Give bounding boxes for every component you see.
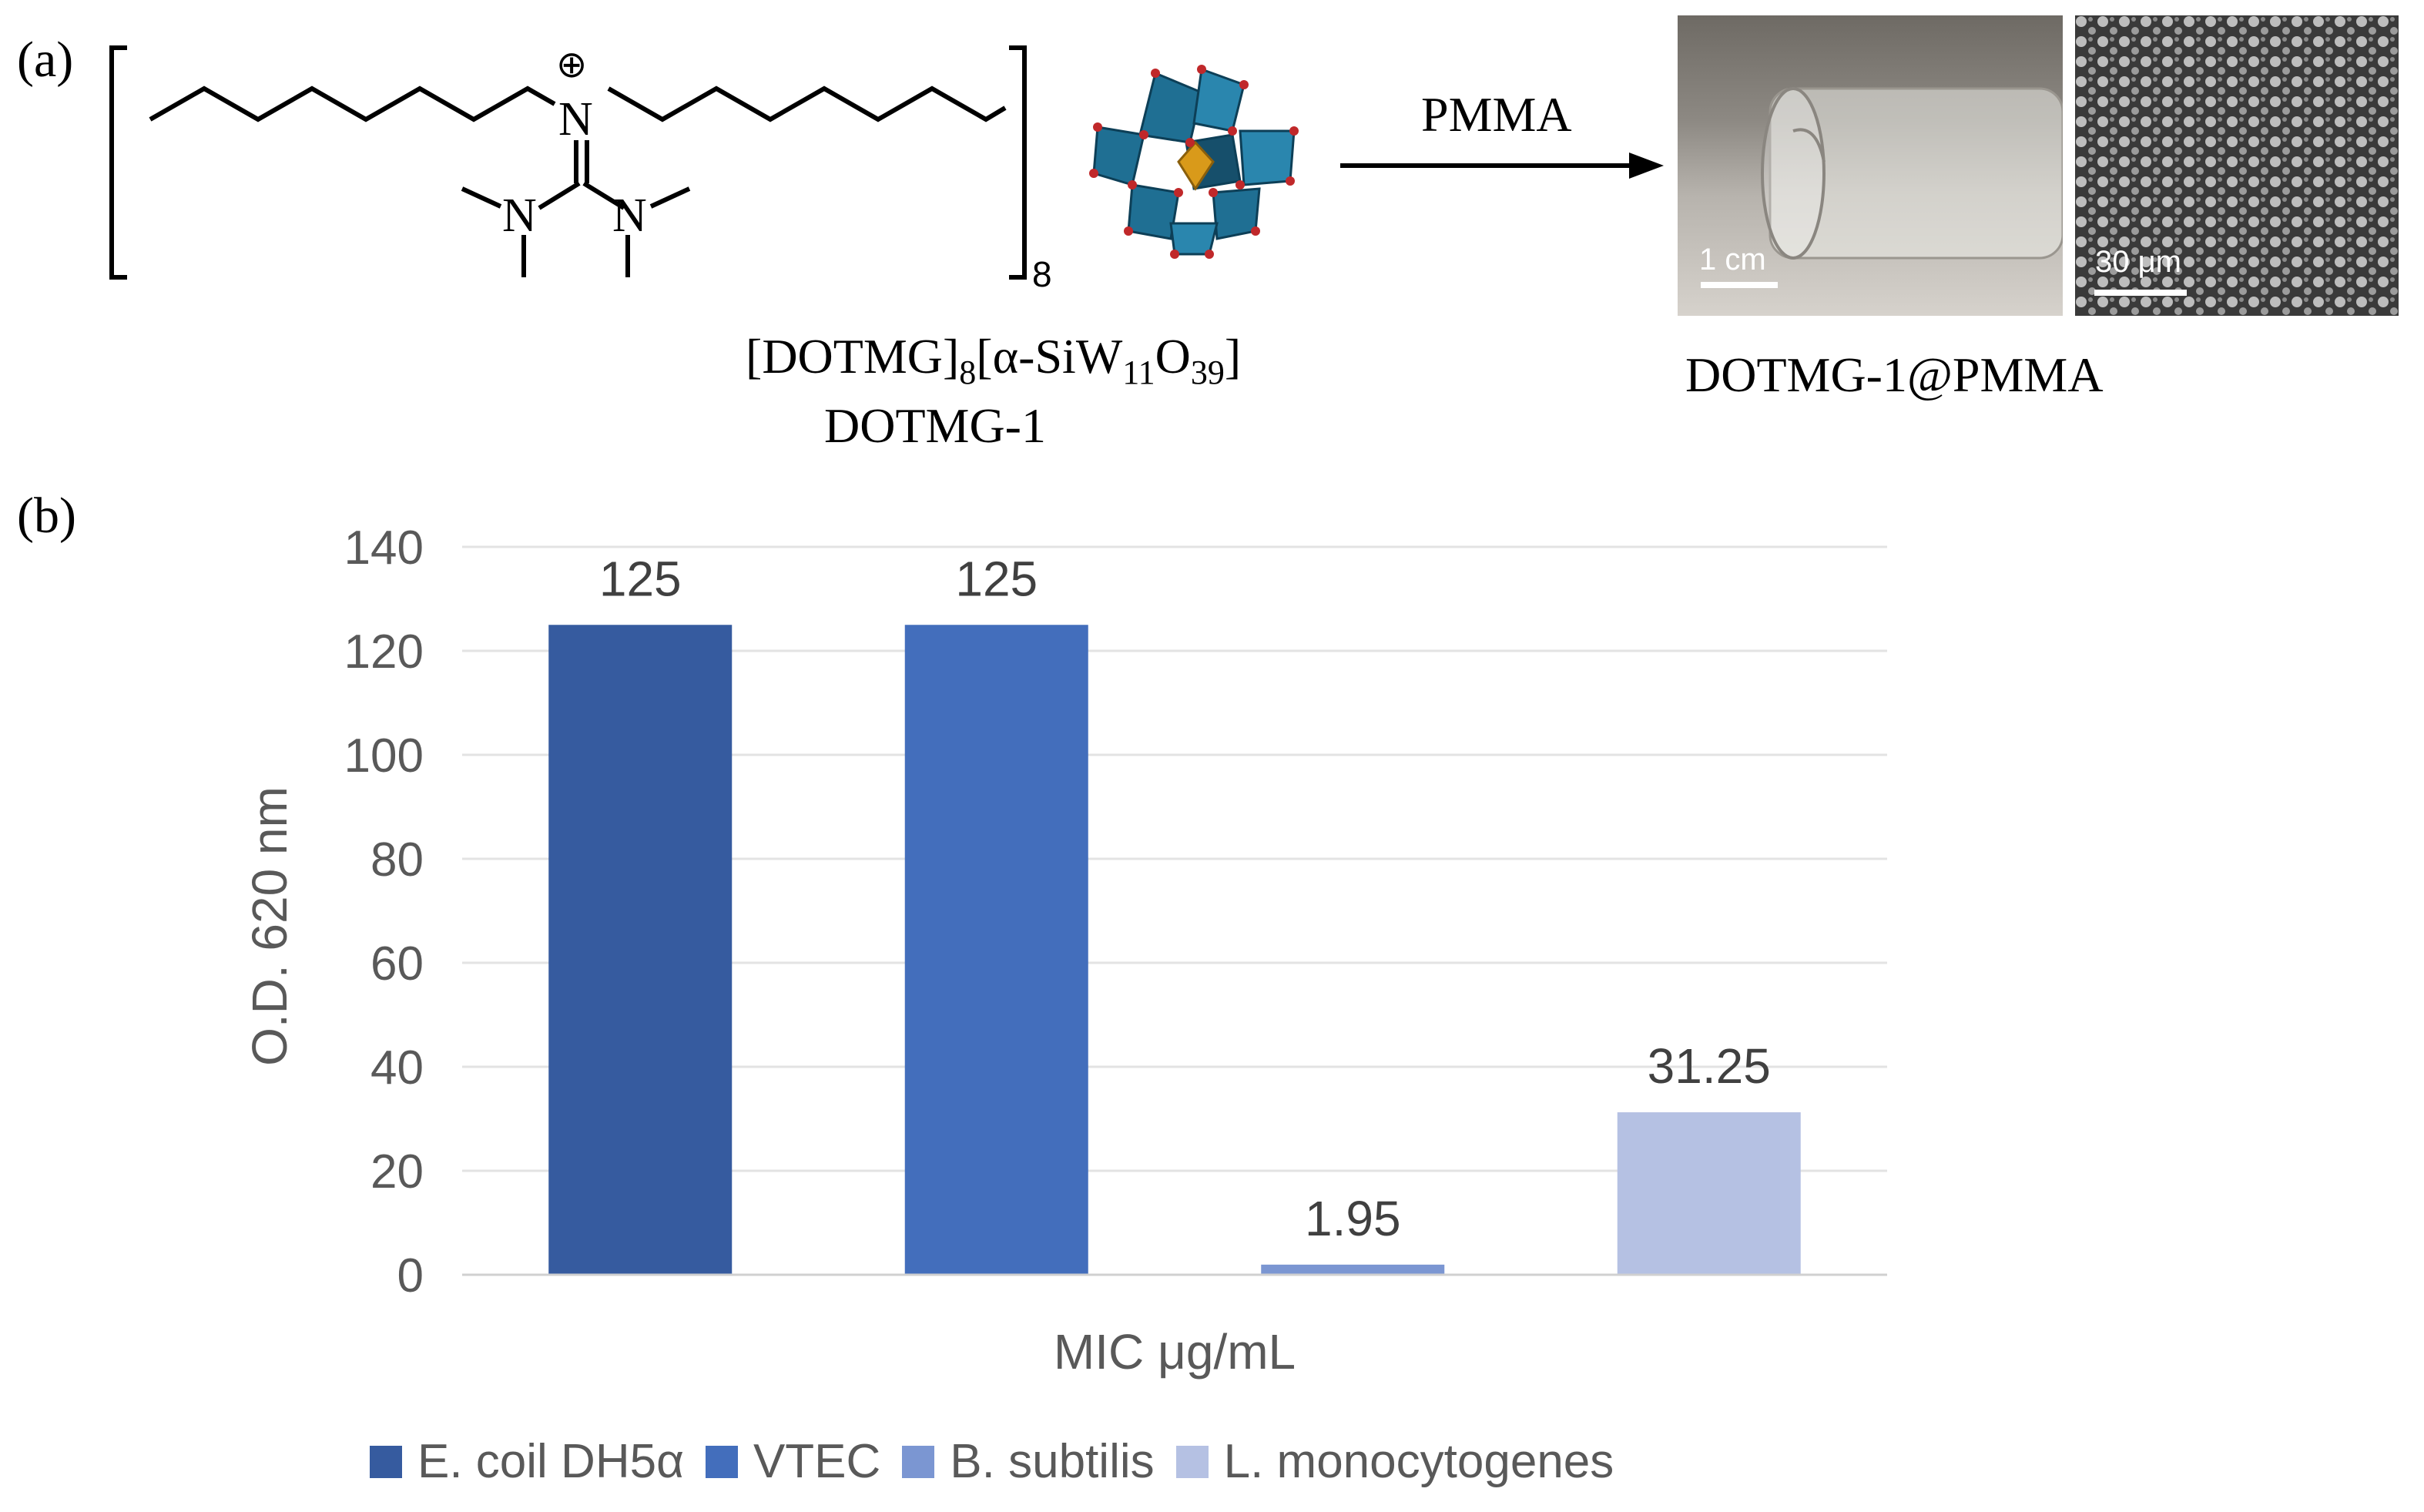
y-tick-label: 0: [397, 1249, 424, 1302]
tube-photo: 1 cm: [1678, 15, 2063, 316]
bar-2: [1261, 1264, 1445, 1275]
legend-label: E. coil DH5α: [417, 1435, 684, 1488]
legend-item-2: B. subtilis: [902, 1434, 1155, 1489]
right-alkyl-chain: [607, 85, 1007, 122]
bracket-subscript: 8: [1032, 254, 1052, 294]
bar-0: [548, 625, 733, 1275]
legend-item-0: E. coil DH5α: [370, 1434, 684, 1489]
legend-label: B. subtilis: [950, 1435, 1155, 1488]
legend-swatch: [1175, 1445, 1209, 1478]
y-axis-title: O.D. 620 nm: [242, 786, 297, 1066]
data-label-0: 125: [599, 551, 682, 606]
central-tetrahedron: [1177, 140, 1215, 191]
atom-n-left: N: [502, 189, 537, 242]
chart-legend: E. coil DH5α VTEC B. subtilis L. monocytoge…: [370, 1434, 1635, 1489]
left-alkyl-chain: [149, 85, 556, 122]
legend-item-1: VTEC: [705, 1434, 881, 1489]
y-tick-label: 60: [370, 937, 424, 991]
legend-swatch: [370, 1445, 402, 1478]
legend-item-3: L. monocytogenes: [1175, 1434, 1614, 1489]
legend-label: VTEC: [753, 1435, 881, 1488]
micrograph: 30 μm: [2075, 15, 2399, 316]
left-bracket: [109, 45, 127, 280]
scheme-drawing: ⊕ N N N 8 P: [109, 43, 1664, 294]
legend-swatch: [705, 1445, 738, 1478]
bond-right-n: [582, 181, 625, 210]
y-tick-label: 40: [370, 1041, 424, 1095]
atom-n-center: N: [558, 93, 593, 146]
y-tick-labels: 0 20 40 60 80 100 120 140: [344, 521, 424, 1302]
y-tick-label: 80: [370, 833, 424, 887]
bar-3: [1617, 1112, 1801, 1275]
right-bracket: [1009, 45, 1027, 280]
compound-name: DOTMG-1: [824, 398, 1046, 453]
panel-label-a: (a): [17, 32, 74, 88]
bar-chart: 0 20 40 60 80 100 120 140 125 125 1.95 31.25 O.D. …: [242, 521, 1887, 1380]
data-label-2: 1.95: [1305, 1191, 1401, 1246]
legend-label: L. monocytogenes: [1223, 1435, 1614, 1488]
bars: [548, 625, 1801, 1275]
product-name: DOTMG-1@PMMA: [1685, 347, 2104, 402]
compound-formula: [DOTMG]8[α-SiW11O39]: [746, 329, 1242, 391]
y-tick-label: 100: [344, 729, 424, 783]
y-tick-label: 20: [370, 1145, 424, 1199]
scheme-panel: (a) ⊕ N N N 8: [0, 0, 2424, 493]
data-label-3: 31.25: [1648, 1038, 1771, 1094]
photo-scale-label: 1 cm: [1699, 243, 1766, 277]
panel-label-b: (b): [17, 488, 76, 544]
charge-symbol: ⊕: [556, 43, 587, 86]
x-axis-title: MIC μg/mL: [1054, 1324, 1296, 1380]
atom-n-right: N: [612, 189, 647, 242]
arrow-label: PMMA: [1421, 87, 1572, 142]
data-labels: 125 125 1.95 31.25: [599, 551, 1771, 1246]
polyoxometalate-cluster: [1089, 65, 1299, 259]
legend-swatch: [902, 1445, 935, 1478]
micro-scale-label: 30 μm: [2095, 245, 2181, 279]
y-tick-label: 140: [344, 521, 424, 575]
data-label-1: 125: [955, 551, 1038, 606]
y-tick-label: 120: [344, 625, 424, 679]
bar-1: [904, 625, 1088, 1275]
bond-left-n: [538, 181, 581, 210]
